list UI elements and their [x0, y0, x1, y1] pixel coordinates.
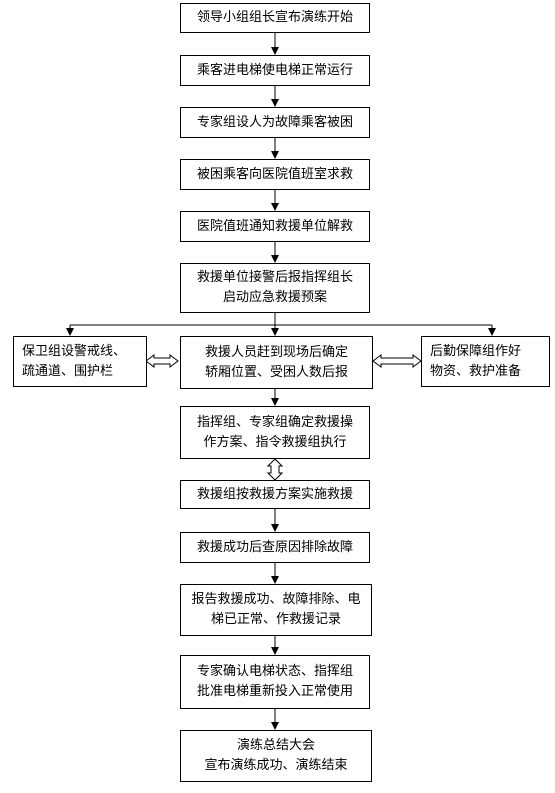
step-activate-plan: 救援单位接警后报指挥组长 启动应急救援预案 — [180, 263, 370, 313]
step-logistics-text: 后勤保障组作好 物资、救护准备 — [430, 343, 522, 379]
step-confirm-state: 专家确认电梯状态、指挥组 批准电梯重新投入正常使用 — [180, 655, 370, 709]
step-summary-meeting: 演练总结大会 宣布演练成功、演练结束 — [180, 730, 372, 782]
step-passenger-enters: 乘客进电梯使电梯正常运行 — [180, 55, 370, 86]
step-execute-rescue: 救援组按救援方案实施救援 — [180, 480, 370, 509]
step-rescue-plan: 指挥组、专家组确定救援操 作方案、指令救援组执行 — [180, 406, 370, 459]
step-call-for-help: 被困乘客向医院值班室求救 — [180, 159, 370, 190]
step-activate-plan-text: 救援单位接警后报指挥组长 启动应急救援预案 — [196, 270, 353, 305]
step-security-cordon-text: 保卫组设警戒线、 疏通道、围护栏 — [22, 343, 127, 379]
step-rescue-plan-text: 指挥组、专家组确定救援操 作方案、指令救援组执行 — [196, 414, 353, 450]
double-arrow-left — [145, 354, 179, 368]
step-clear-fault: 救援成功后查原因排除故障 — [180, 532, 370, 563]
step-passenger-enters-text: 乘客进电梯使电梯正常运行 — [196, 62, 353, 78]
step-set-fault-text: 专家组设人为故障乘客被困 — [196, 114, 353, 130]
step-notify-rescue-text: 医院值班通知救援单位解救 — [196, 218, 353, 234]
double-arrow-right — [372, 354, 422, 368]
step-start-drill-text: 领导小组组长宣布演练开始 — [196, 10, 353, 25]
step-locate-car: 救援人员赶到现场后确定 轿厢位置、受困人数后报 — [180, 336, 373, 389]
step-report-success: 报告救援成功、故障排除、电 梯已正常、作救援记录 — [180, 584, 372, 636]
step-notify-rescue: 医院值班通知救援单位解救 — [180, 211, 370, 242]
step-summary-meeting-text: 演练总结大会 宣布演练成功、演练结束 — [204, 738, 348, 773]
step-logistics: 后勤保障组作好 物资、救护准备 — [421, 336, 550, 387]
step-report-success-text: 报告救援成功、故障排除、电 梯已正常、作救援记录 — [191, 592, 361, 627]
step-confirm-state-text: 专家确认电梯状态、指挥组 批准电梯重新投入正常使用 — [196, 664, 353, 699]
double-arrow-vertical — [266, 458, 284, 481]
step-set-fault: 专家组设人为故障乘客被困 — [180, 107, 370, 138]
step-execute-rescue-text: 救援组按救援方案实施救援 — [196, 486, 353, 502]
step-clear-fault-text: 救援成功后查原因排除故障 — [196, 539, 353, 555]
step-locate-car-text: 救援人员赶到现场后确定 轿厢位置、受困人数后报 — [204, 344, 348, 380]
step-start-drill: 领导小组组长宣布演练开始 — [180, 3, 370, 33]
step-security-cordon: 保卫组设警戒线、 疏通道、围护栏 — [13, 336, 147, 387]
step-call-for-help-text: 被困乘客向医院值班室求救 — [196, 166, 353, 182]
